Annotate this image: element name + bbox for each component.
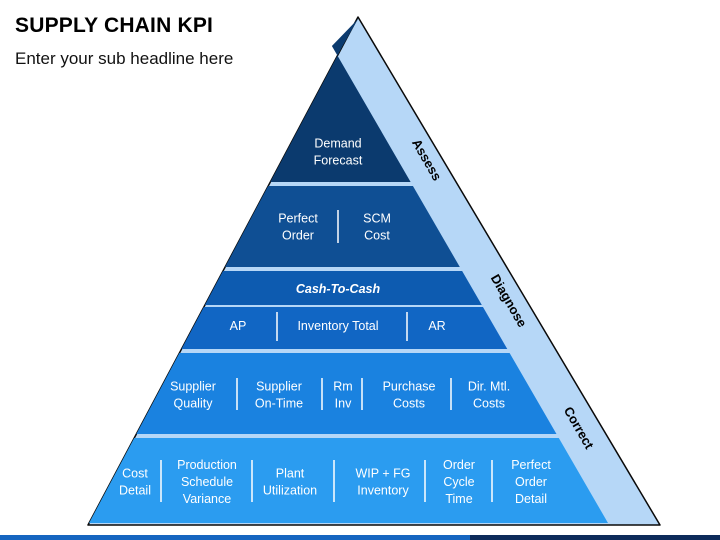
tier-3a-item: Cash-To-Cash (296, 282, 381, 296)
tier-3b-item: Inventory Total (297, 319, 378, 333)
tier-band-3b (181, 307, 508, 349)
tier-4-item: Dir. Mtl.Costs (468, 380, 510, 411)
tier-band-4 (136, 353, 557, 434)
tier-band-2 (225, 186, 460, 267)
page-title: SUPPLY CHAIN KPI (15, 14, 214, 37)
tier-band-5 (89, 438, 609, 523)
tier-3b-item: AR (428, 319, 445, 333)
tier-3b-item: AP (230, 319, 247, 333)
page-subtitle: Enter your sub headline here (15, 49, 234, 68)
footer-bar-segment (0, 535, 720, 540)
footer-bar-segment (470, 535, 720, 540)
footer-bar (0, 535, 720, 540)
tier-band-1-cap (331, 19, 358, 46)
tier-band-1 (270, 46, 411, 182)
tier-band-3a (204, 271, 482, 305)
